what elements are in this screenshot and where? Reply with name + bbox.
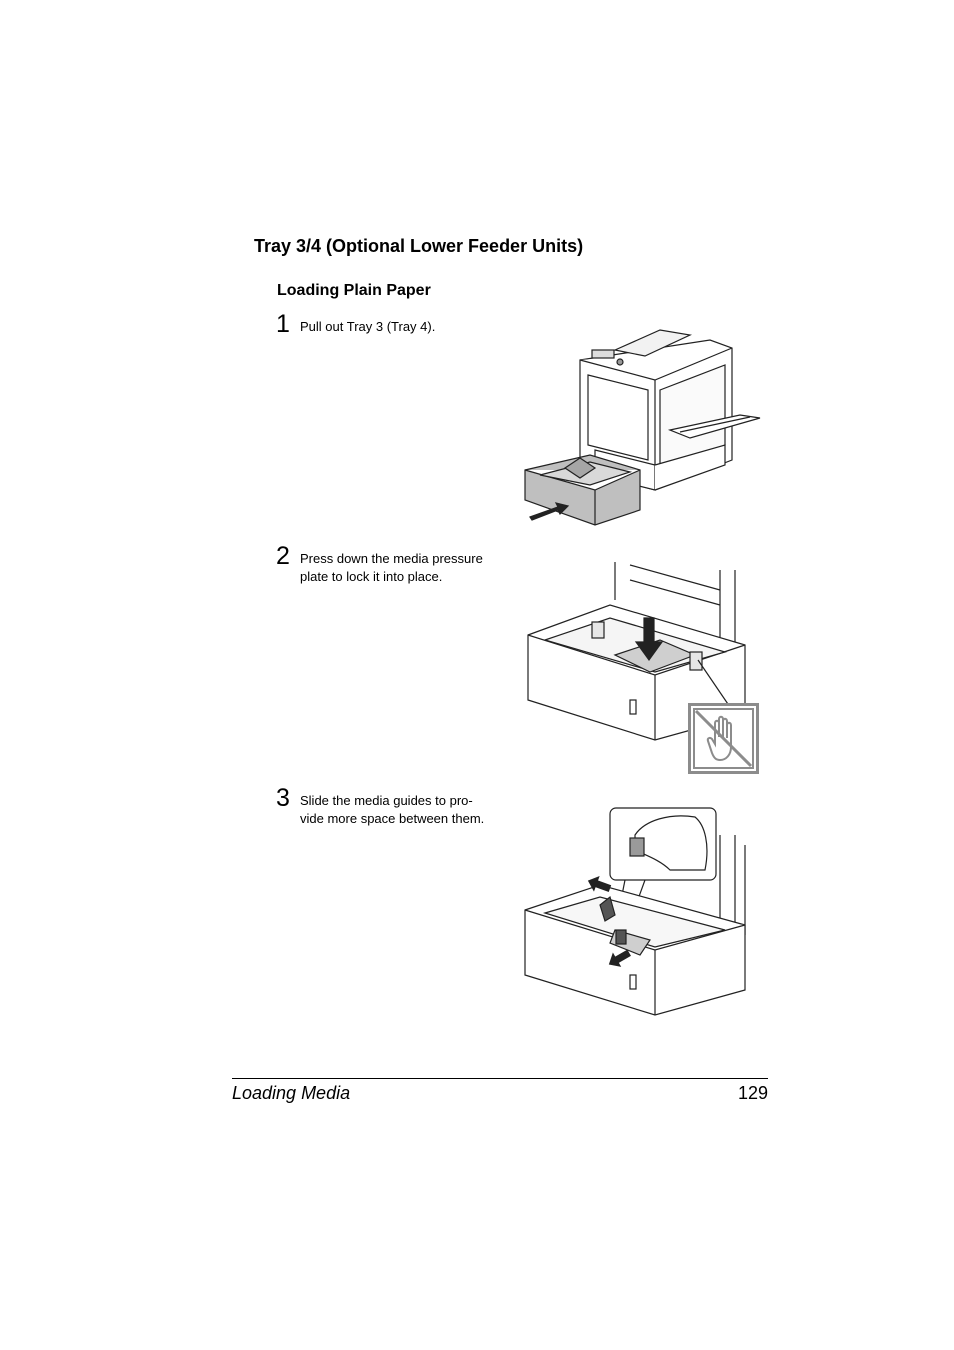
step-1-line-1: Pull out Tray 3 (Tray 4).	[300, 319, 436, 334]
press-pressure-plate-illustration	[520, 560, 765, 775]
slide-media-guides-illustration	[520, 805, 765, 1020]
do-not-touch-hand-icon	[688, 703, 759, 774]
subsection-title: Loading Plain Paper	[277, 282, 431, 299]
footer-divider	[232, 1078, 768, 1079]
step-2-text: Press down the media pressure plate to l…	[300, 550, 515, 586]
section-title: Tray 3/4 (Optional Lower Feeder Units)	[254, 236, 584, 256]
step-2-number: 2	[276, 542, 290, 570]
step-2-line-1: Press down the media pressure	[300, 551, 483, 566]
step-3-line-2: vide more space between them.	[300, 811, 485, 826]
step-2-line-2: plate to lock it into place.	[300, 569, 443, 584]
printer-tray-pull-out-illustration	[520, 320, 765, 530]
step-3-text: Slide the media guides to pro- vide more…	[300, 792, 515, 828]
step-1-number: 1	[276, 310, 290, 338]
step-3-line-1: Slide the media guides to pro-	[300, 793, 473, 808]
step-3-number: 3	[276, 784, 290, 812]
step-1-text: Pull out Tray 3 (Tray 4).	[300, 318, 515, 336]
page-number: 129	[737, 1083, 768, 1103]
footer-chapter-title: Loading Media	[232, 1083, 351, 1103]
